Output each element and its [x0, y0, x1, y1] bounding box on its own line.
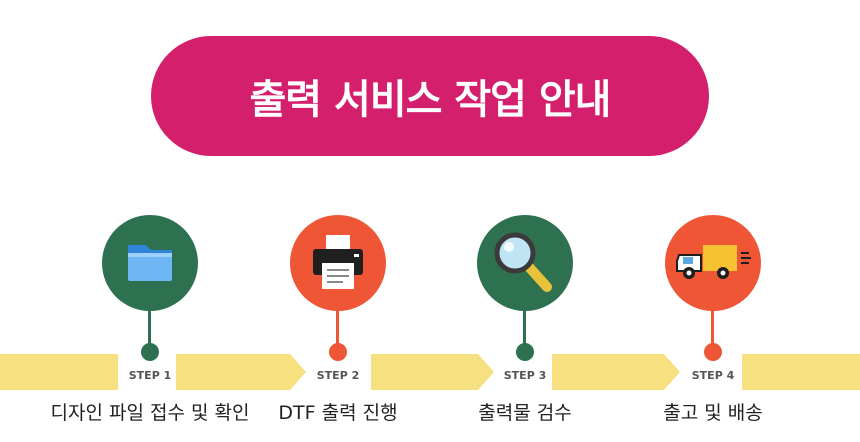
- step-4-caption: 출고 및 배송: [663, 402, 763, 424]
- step-4-label: STEP 4: [691, 369, 735, 382]
- title-banner: 출력 서비스 작업 안내: [151, 36, 709, 156]
- step-4-dot: [704, 343, 722, 361]
- step-1-circle: [102, 215, 198, 311]
- step-1-stem: [148, 310, 151, 346]
- step-2-dot: [329, 343, 347, 361]
- process-arrow-band: [0, 350, 860, 394]
- step-4-circle: [665, 215, 761, 311]
- step-3-circle: [477, 215, 573, 311]
- step-3-stem: [523, 310, 526, 346]
- page-title: 출력 서비스 작업 안내: [249, 77, 612, 123]
- folder-icon: [128, 245, 172, 281]
- step-3-dot: [516, 343, 534, 361]
- step-2-stem: [336, 310, 339, 346]
- step-1-label: STEP 1: [128, 369, 172, 382]
- arrow-segment-4: [742, 354, 860, 390]
- step-4-stem: [711, 310, 714, 346]
- step-1-caption: 디자인 파일 접수 및 확인: [50, 402, 250, 424]
- magnifier-icon: [494, 232, 552, 292]
- step-3-label: STEP 3: [503, 369, 547, 382]
- step-3-caption: 출력물 검수: [478, 402, 572, 424]
- arrow-segment-3: [552, 354, 680, 390]
- step-2-caption: DTF 출력 진행: [278, 402, 398, 424]
- step-2-label: STEP 2: [316, 369, 360, 382]
- arrow-segment-2: [371, 354, 494, 390]
- step-2-circle: [290, 215, 386, 311]
- delivery-truck-icon: [676, 245, 751, 279]
- step-1-dot: [141, 343, 159, 361]
- printer-icon: [313, 235, 363, 289]
